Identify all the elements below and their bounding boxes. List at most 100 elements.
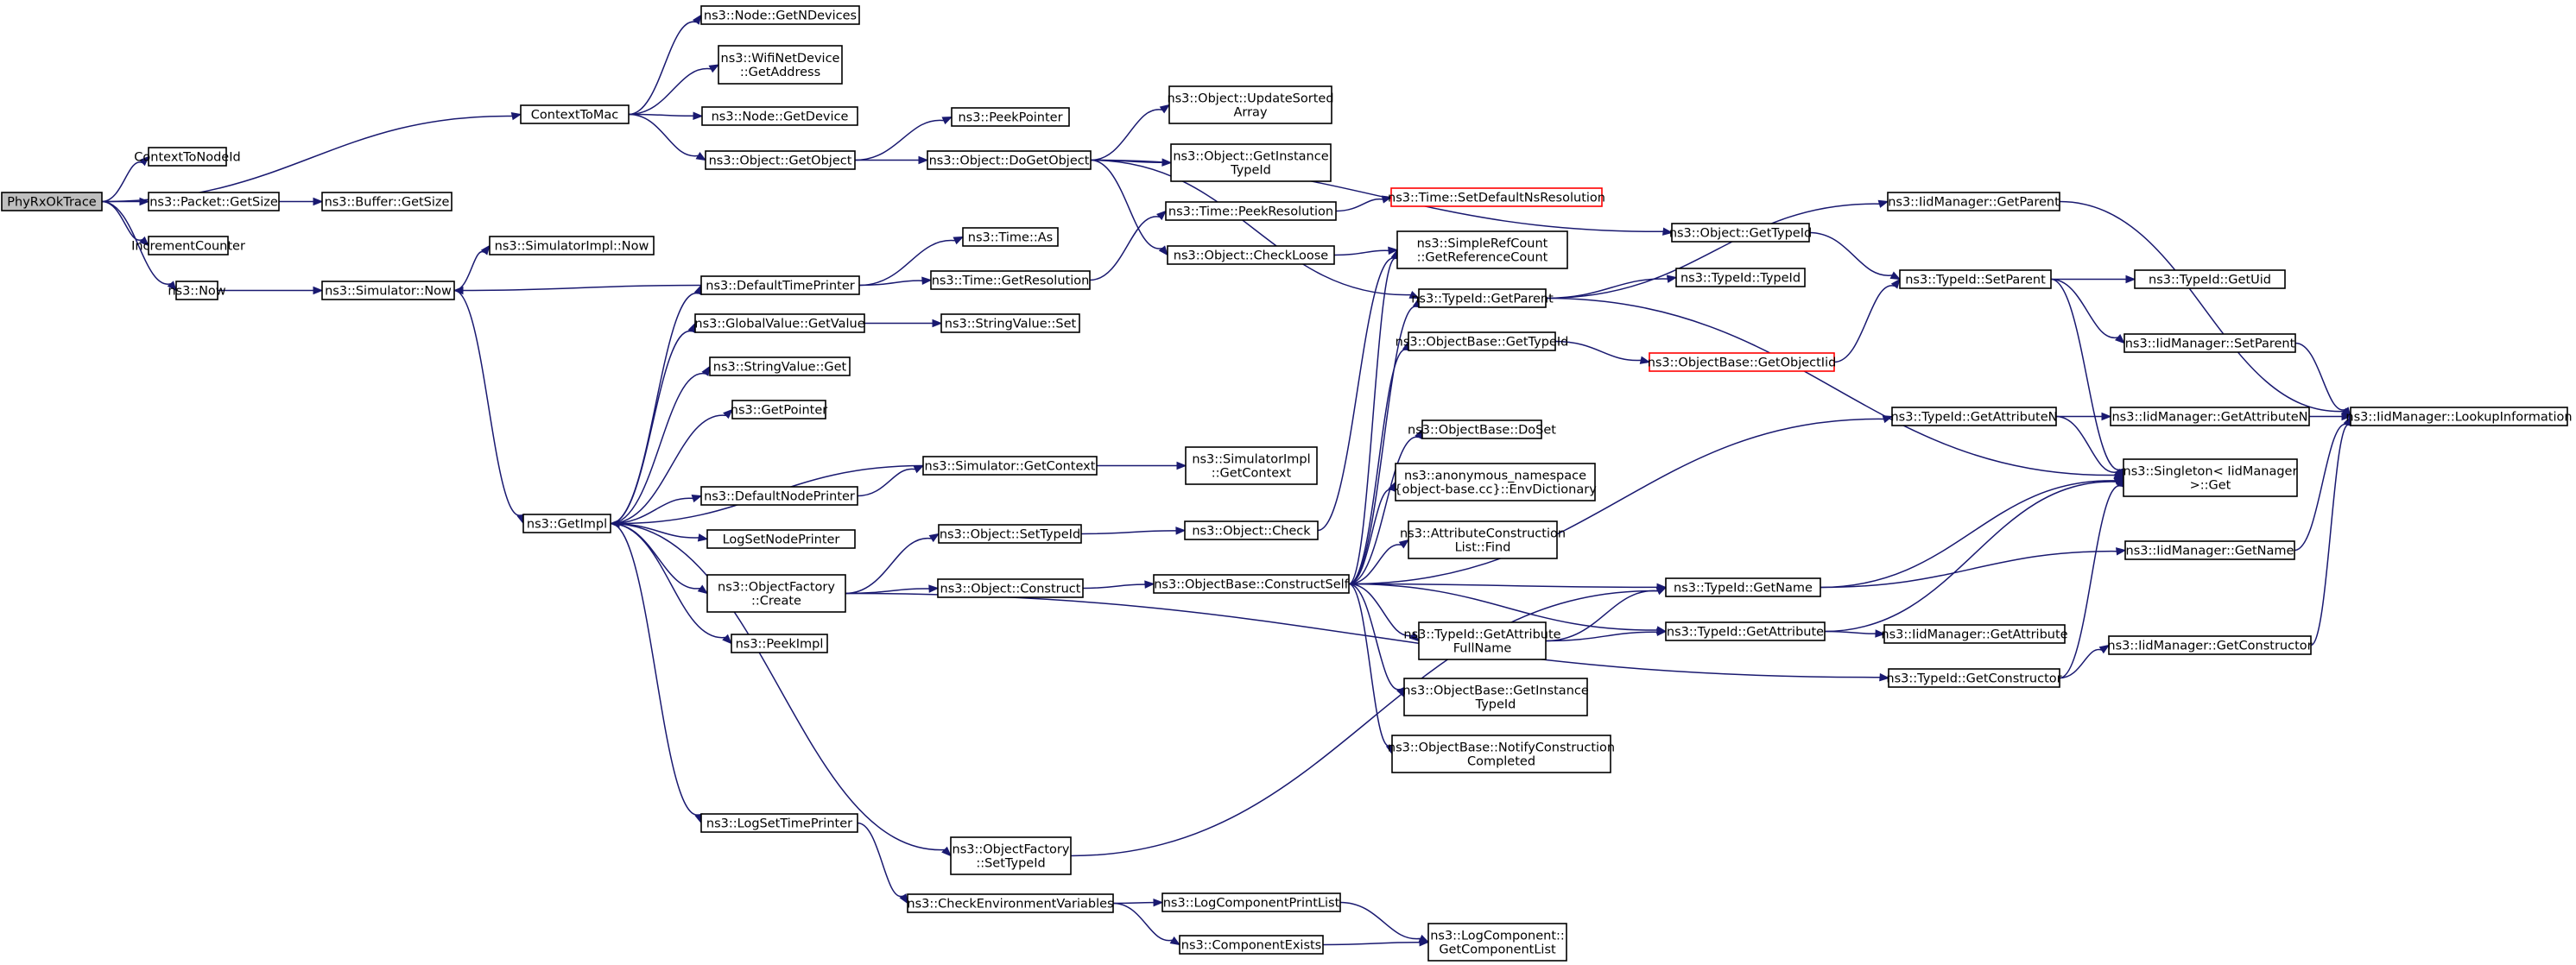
node-tidgetattrn[interactable]: ns3::TypeId::GetAttributeN bbox=[1890, 407, 2058, 426]
node-wifiaddr[interactable]: ns3::WifiNetDevice::GetAddress bbox=[718, 45, 843, 85]
node-box[interactable] bbox=[1671, 223, 1810, 243]
node-tidsetparent[interactable]: ns3::TypeId::SetParent bbox=[1899, 269, 2052, 289]
node-lsnp[interactable]: LogSetNodePrinter bbox=[706, 529, 856, 549]
node-setdefnsres[interactable]: ns3::Time::SetDefaultNsResolution bbox=[1388, 187, 1605, 207]
node-obnotify[interactable]: ns3::ObjectBase::NotifyConstructionCompl… bbox=[1388, 735, 1615, 773]
node-box[interactable] bbox=[1403, 678, 1588, 716]
node-objconstruct[interactable]: ns3::Object::Construct bbox=[937, 578, 1084, 598]
node-inc[interactable]: IncrementCounter bbox=[131, 236, 245, 255]
node-objgettid[interactable]: ns3::Object::GetTypeId bbox=[1669, 223, 1812, 243]
node-box[interactable] bbox=[2350, 407, 2568, 426]
node-box[interactable] bbox=[1883, 624, 2066, 644]
node-obdoset[interactable]: ns3::ObjectBase::DoSet bbox=[1408, 419, 1556, 439]
node-singleton[interactable]: ns3::Singleton< IidManager>::Get bbox=[2123, 458, 2298, 497]
node-box[interactable] bbox=[522, 514, 611, 533]
node-iidgetattr[interactable]: ns3::IidManager::GetAttribute bbox=[1881, 624, 2068, 644]
node-box[interactable] bbox=[951, 107, 1070, 127]
node-box[interactable] bbox=[1421, 419, 1542, 439]
node-obgettid[interactable]: ns3::ObjectBase::GetTypeId bbox=[1396, 331, 1569, 351]
node-box[interactable] bbox=[1390, 187, 1603, 207]
node-deftp[interactable]: ns3::DefaultTimePrinter bbox=[700, 275, 860, 295]
node-box[interactable] bbox=[1396, 230, 1568, 269]
node-srcgetref[interactable]: ns3::SimpleRefCount::GetReferenceCount bbox=[1396, 230, 1568, 269]
node-simnow[interactable]: ns3::Simulator::Now bbox=[321, 281, 455, 300]
node-logcgcl[interactable]: ns3::LogComponent::GetComponentList bbox=[1427, 923, 1567, 962]
node-timeas[interactable]: ns3::Time::As bbox=[962, 227, 1059, 247]
node-compexists[interactable]: ns3::ComponentExists bbox=[1179, 935, 1324, 955]
node-iidgetname[interactable]: ns3::IidManager::GetName bbox=[2124, 540, 2295, 560]
node-box[interactable] bbox=[520, 104, 630, 124]
node-getdev[interactable]: ns3::Node::GetDevice bbox=[701, 106, 858, 126]
node-box[interactable] bbox=[700, 275, 860, 295]
node-box[interactable] bbox=[1, 192, 103, 211]
node-iidgetctor[interactable]: ns3::IidManager::GetConstructor bbox=[2107, 635, 2313, 655]
node-iidgetattrn[interactable]: ns3::IidManager::GetAttributeN bbox=[2110, 407, 2310, 426]
node-box[interactable] bbox=[962, 227, 1059, 247]
node-box[interactable] bbox=[2123, 333, 2296, 353]
node-box[interactable] bbox=[1418, 288, 1547, 308]
node-box[interactable] bbox=[148, 147, 227, 167]
node-tidgetname[interactable]: ns3::TypeId::GetName bbox=[1665, 577, 1821, 597]
node-box[interactable] bbox=[1665, 621, 1826, 641]
node-svget[interactable]: ns3::StringValue::Get bbox=[709, 356, 851, 376]
node-pkt[interactable]: ns3::Packet::GetSize bbox=[148, 192, 280, 211]
node-dogetobj[interactable]: ns3::Object::DoGetObject bbox=[927, 150, 1092, 170]
node-tidtid[interactable]: ns3::TypeId::TypeId bbox=[1675, 268, 1806, 287]
node-box[interactable] bbox=[1179, 935, 1324, 955]
node-box[interactable] bbox=[321, 192, 453, 211]
node-peekres[interactable]: ns3::Time::PeekResolution bbox=[1165, 201, 1337, 221]
node-peekimpl[interactable]: ns3::PeekImpl bbox=[731, 634, 828, 653]
node-box[interactable] bbox=[1161, 892, 1341, 912]
node-box[interactable] bbox=[1427, 923, 1567, 962]
node-timegetres[interactable]: ns3::Time::GetResolution bbox=[930, 270, 1091, 290]
node-box[interactable] bbox=[148, 192, 280, 211]
node-box[interactable] bbox=[938, 524, 1082, 544]
node-box[interactable] bbox=[940, 313, 1080, 333]
node-box[interactable] bbox=[1153, 574, 1350, 594]
node-box[interactable] bbox=[694, 313, 865, 333]
node-box[interactable] bbox=[922, 456, 1098, 476]
node-box[interactable] bbox=[731, 400, 826, 419]
node-box[interactable] bbox=[1891, 407, 2057, 426]
node-c2nid[interactable]: ContextToNodeId bbox=[134, 147, 241, 167]
node-box[interactable] bbox=[706, 574, 846, 613]
node-box[interactable] bbox=[2124, 540, 2295, 560]
node-svset[interactable]: ns3::StringValue::Set bbox=[940, 313, 1080, 333]
node-objsettid[interactable]: ns3::Object::SetTypeId bbox=[938, 524, 1082, 544]
node-box[interactable] bbox=[1899, 269, 2052, 289]
node-ofcreate[interactable]: ns3::ObjectFactory::Create bbox=[706, 574, 846, 613]
node-box[interactable] bbox=[1408, 331, 1556, 351]
node-c2mac[interactable]: ContextToMac bbox=[520, 104, 630, 124]
node-simgetctx[interactable]: ns3::Simulator::GetContext bbox=[922, 456, 1098, 476]
node-checkenv[interactable]: ns3::CheckEnvironmentVariables bbox=[907, 893, 1114, 913]
node-box[interactable] bbox=[700, 486, 858, 506]
node-box[interactable] bbox=[927, 150, 1092, 170]
node-box[interactable] bbox=[731, 634, 828, 653]
node-box[interactable] bbox=[489, 236, 655, 255]
node-box[interactable] bbox=[148, 236, 229, 255]
node-getimpl[interactable]: ns3::GetImpl bbox=[522, 514, 611, 533]
node-iidgetparent[interactable]: ns3::IidManager::GetParent bbox=[1887, 192, 2060, 211]
node-box[interactable] bbox=[2110, 407, 2310, 426]
node-box[interactable] bbox=[705, 150, 856, 170]
node-box[interactable] bbox=[1170, 143, 1332, 182]
node-box[interactable] bbox=[718, 45, 843, 85]
node-box[interactable] bbox=[1184, 520, 1319, 540]
node-box[interactable] bbox=[1168, 85, 1332, 124]
node-box[interactable] bbox=[1675, 268, 1806, 287]
node-tidgetattr[interactable]: ns3::TypeId::GetAttribute bbox=[1665, 621, 1826, 641]
node-box[interactable] bbox=[709, 356, 851, 376]
node-getndev[interactable]: ns3::Node::GetNDevices bbox=[700, 5, 860, 25]
node-box[interactable] bbox=[937, 578, 1084, 598]
node-box[interactable] bbox=[2108, 635, 2312, 655]
node-getptr[interactable]: ns3::GetPointer bbox=[731, 400, 828, 419]
node-buf[interactable]: ns3::Buffer::GetSize bbox=[321, 192, 453, 211]
node-tidgetuid[interactable]: ns3::TypeId::GetUid bbox=[2134, 269, 2286, 289]
node-box[interactable] bbox=[1408, 520, 1558, 559]
node-obgetobjtid[interactable]: ns3::ObjectBase::GetObjectIid bbox=[1648, 352, 1837, 372]
node-box[interactable] bbox=[321, 281, 455, 300]
